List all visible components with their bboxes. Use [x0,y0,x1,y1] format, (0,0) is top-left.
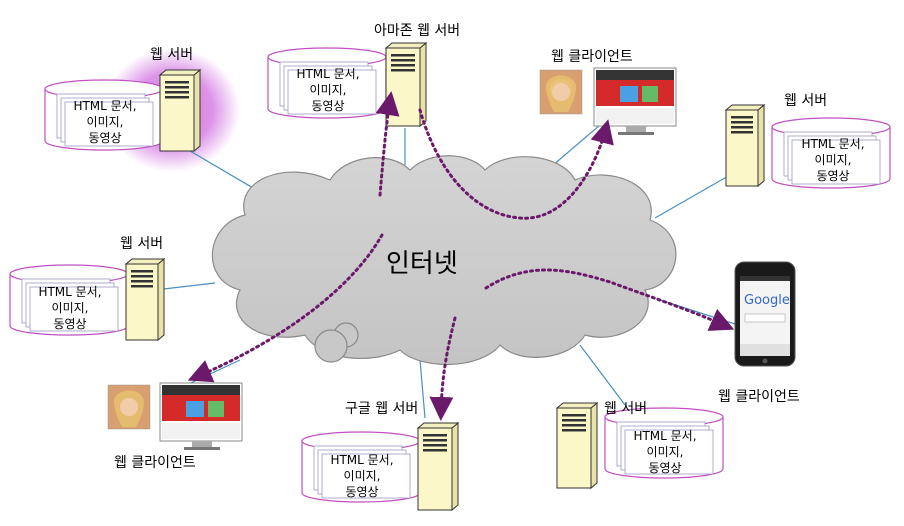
document-store-2 [267,47,387,119]
client-1 [539,67,677,135]
client-label-2: 웹 클라이언트 [114,455,196,471]
server-label-5: 구글 웹 서버 [345,401,419,417]
internet-cloud [211,155,677,366]
smartphone-icon [734,261,796,367]
monitor-icon [159,382,243,450]
client-label-1: 웹 클라이언트 [551,49,633,65]
server-label-2: 아마존 웹 서버 [374,23,461,39]
server-tower-icon-2 [384,41,428,128]
request-arrow-amazon-up [375,91,400,197]
docs-text-4: HTML 문서,이미지,동영상 [38,285,102,331]
document-page-icon [624,429,714,475]
document-page-icon [287,69,377,115]
document-store-3 [771,117,891,189]
server-tower-icon-4 [124,257,166,342]
server-label-4: 웹 서버 [120,236,164,252]
client-label-3: 웹 클라이언트 [718,389,800,405]
server-tower-icon-3 [724,103,766,188]
internet-label: 인터넷 [386,249,458,279]
response-arrow-amazon-client [418,108,614,220]
docs-text-5: HTML 문서,이미지,동영상 [330,453,394,499]
docs-text-3: HTML 문서,이미지,동영상 [801,137,865,183]
server-label-3: 웹 서버 [784,93,828,109]
google-logo: Google [744,293,790,308]
document-page-icon [321,453,411,499]
document-store-6 [604,407,724,479]
docs-text-6: HTML 문서,이미지,동영상 [633,429,697,475]
document-store-1 [44,79,164,151]
server-label-1: 웹 서버 [150,47,194,63]
document-store-5 [301,431,421,503]
document-page-icon [29,286,119,332]
server-tower-icon-5 [416,421,460,512]
server-label-6: 웹 서버 [604,401,648,417]
server-tower-icon-6 [555,401,599,490]
docs-text-2: HTML 문서,이미지,동영상 [296,67,360,113]
docs-text-1: HTML 문서,이미지,동영상 [73,99,137,145]
response-arrow-amazon-down [187,233,384,383]
response-arrow-google-down [429,316,457,421]
client-2 [107,382,243,450]
server-tower-icon-1 [158,68,202,153]
document-page-icon [64,101,154,147]
request-arrow-google-phone [484,268,735,331]
document-page-icon [791,139,881,185]
monitor-icon [593,67,677,135]
document-store-4 [9,264,129,336]
